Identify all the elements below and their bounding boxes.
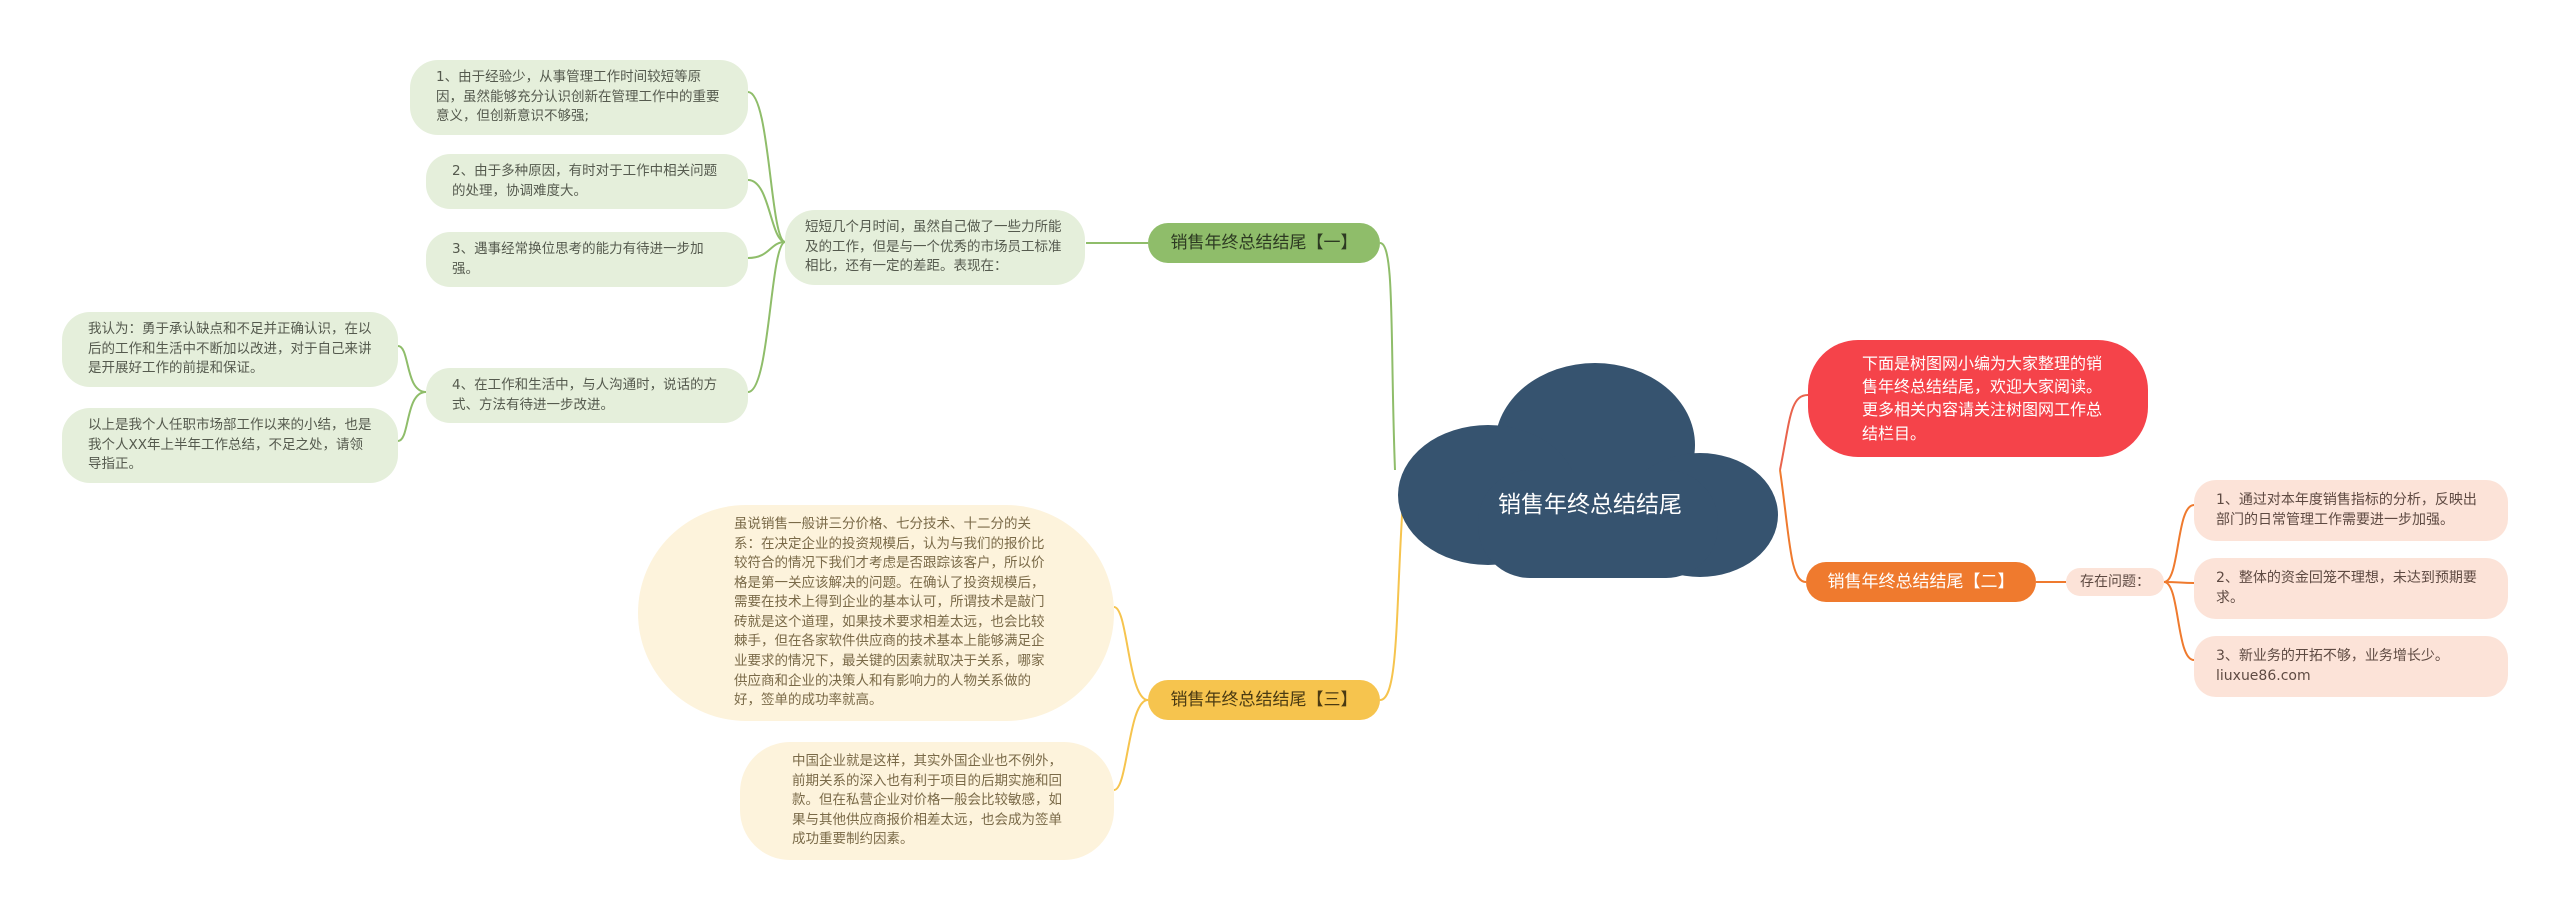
branch3-node[interactable]: 销售年终总结结尾【三】 — [1148, 680, 1380, 720]
root-cloud — [1398, 363, 1778, 578]
branch3-item-2[interactable]: 中国企业就是这样，其实外国企业也不例外，前期关系的深入也有利于项目的后期实施和回… — [740, 742, 1114, 860]
branch1-item-1[interactable]: 1、由于经验少，从事管理工作时间较短等原因，虽然能够充分认识创新在管理工作中的重… — [410, 60, 748, 135]
link-item4-sub2 — [397, 391, 427, 442]
link-summary-item1 — [747, 91, 786, 243]
link-root-intro — [1779, 394, 1809, 471]
link-root-branch3 — [1379, 469, 1406, 701]
link-summary-item3 — [747, 241, 786, 259]
branch1-sub-1[interactable]: 我认为：勇于承认缺点和不足并正确认识，在以后的工作和生活中不断加以改进，对于自己… — [62, 312, 398, 387]
branch2-item-2[interactable]: 2、整体的资金回笼不理想，未达到预期要求。 — [2194, 558, 2508, 619]
branch3-item-1[interactable]: 虽说销售一般讲三分价格、七分技术、十二分的关系：在决定企业的投资规模后，认为与我… — [638, 505, 1114, 721]
link-root-branch2 — [1779, 469, 1807, 583]
link-summary-o1 — [2163, 504, 2195, 583]
branch2-item-1[interactable]: 1、通过对本年度销售指标的分析，反映出部门的日常管理工作需要进一步加强。 — [2194, 480, 2508, 541]
link-summary-o2 — [2163, 581, 2195, 584]
link-item4-sub1 — [397, 345, 427, 393]
intro-node[interactable]: 下面是树图网小编为大家整理的销售年终总结结尾，欢迎大家阅读。更多相关内容请关注树… — [1808, 340, 2148, 457]
branch1-summary[interactable]: 短短几个月时间，虽然自己做了一些力所能及的工作，但是与一个优秀的市场员工标准相比… — [785, 210, 1085, 285]
root-title[interactable]: 销售年终总结结尾 — [1498, 492, 1682, 518]
branch1-item-3[interactable]: 3、遇事经常换位思考的能力有待进一步加强。 — [426, 232, 748, 288]
link-root-branch1 — [1379, 242, 1396, 471]
link-branch3-item1 — [1113, 606, 1149, 701]
branch1-item-2[interactable]: 2、由于多种原因，有时对于工作中相关问题的处理，协调难度大。 — [426, 154, 748, 210]
branch1-node[interactable]: 销售年终总结结尾【一】 — [1148, 223, 1380, 263]
link-summary-o3 — [2163, 581, 2195, 661]
branch1-item-4[interactable]: 4、在工作和生活中，与人沟通时，说话的方式、方法有待进一步改进。 — [426, 368, 748, 424]
branch2-node[interactable]: 销售年终总结结尾【二】 — [1806, 562, 2036, 602]
link-summary-item4 — [747, 241, 786, 393]
branch2-summary[interactable]: 存在问题： — [2066, 568, 2164, 596]
branch2-item-3[interactable]: 3、新业务的开拓不够，业务增长少。liuxue86.com — [2194, 636, 2508, 697]
link-summary-item2 — [747, 179, 786, 243]
link-branch3-item2 — [1113, 699, 1149, 791]
branch1-sub-2[interactable]: 以上是我个人任职市场部工作以来的小结，也是我个人XX年上半年工作总结，不足之处，… — [62, 408, 398, 483]
